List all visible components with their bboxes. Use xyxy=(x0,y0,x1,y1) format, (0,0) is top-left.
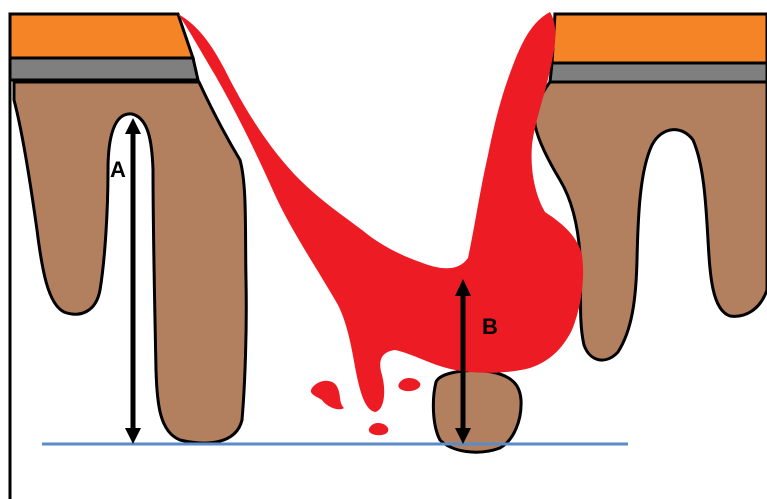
left-inner-layer xyxy=(8,56,200,82)
right-tissue-mass xyxy=(533,80,767,362)
lesion-droplet-3 xyxy=(368,422,389,436)
middle-tissue-lobe xyxy=(431,368,523,454)
arrow-a-bottom-head xyxy=(125,428,141,444)
right-outer-layer xyxy=(550,12,767,65)
left-tissue-mass xyxy=(12,80,248,445)
left-outer-layer xyxy=(8,12,196,60)
label-b: B xyxy=(482,314,498,339)
measurement-arrow-b xyxy=(455,279,471,444)
lesion-shape xyxy=(178,12,584,412)
right-inner-layer xyxy=(548,61,767,84)
lesion-droplet-1 xyxy=(310,380,344,410)
measurement-arrow-a xyxy=(125,118,141,444)
lesion-droplet-2 xyxy=(398,377,421,392)
arrow-b-bottom-head xyxy=(455,428,471,444)
label-a: A xyxy=(110,157,126,182)
arrow-a-top-head xyxy=(125,118,141,134)
arrow-b-top-head xyxy=(455,279,471,296)
